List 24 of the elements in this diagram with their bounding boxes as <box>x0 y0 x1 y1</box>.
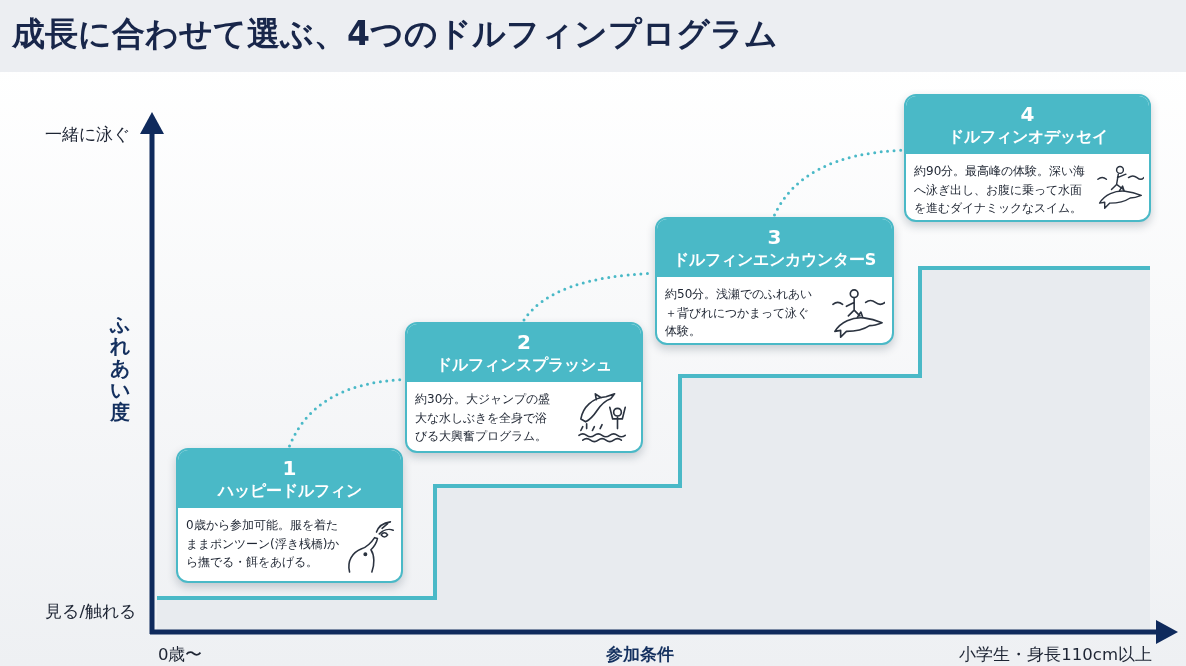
program-card <box>176 448 403 583</box>
dotted-connector <box>773 148 904 217</box>
program-card <box>904 94 1151 222</box>
program-name: ハッピードルフィン <box>217 480 362 501</box>
step-number: 3 <box>767 226 782 249</box>
program-name: ドルフィンオデッセイ <box>947 126 1108 147</box>
program-card <box>655 217 894 345</box>
step-number: 2 <box>517 331 531 354</box>
axis-label: 見る/触れる <box>44 602 136 622</box>
program-description: 約50分。浅瀬でのふれあい＋背びれにつかまって泳ぐ体験。 <box>665 286 814 340</box>
program-description: 約90分。最高峰の体験。深い海へ泳ぎ出し、お腹に乗って水面を進むダイナミックなスイム。 <box>914 163 1087 217</box>
axis-label: 一緒に泳ぐ <box>44 125 130 145</box>
step-number: 4 <box>1020 103 1035 126</box>
axis-title: 参加条件 <box>605 645 675 665</box>
diagram-title: 成長に合わせて選ぶ、4つのドルフィンプログラム <box>12 13 778 55</box>
program-name: ドルフィンスプラッシュ <box>436 354 612 375</box>
step-number: 1 <box>282 457 297 480</box>
program-name: ドルフィンエンカウンターS <box>672 249 877 270</box>
axis-label: 小学生・身長110cm以上 <box>958 645 1152 665</box>
program-description: 約30分。大ジャンプの盛大な水しぶきを全身で浴びる大興奮プログラム。 <box>415 391 552 445</box>
axis-title: ふれあい度 <box>110 313 130 423</box>
program-card <box>405 322 643 453</box>
axis-label: 0歳〜 <box>158 645 204 665</box>
program-description: 0歳から参加可能。服を着たままポンツーン(浮き桟橋)から撫でる・餌をあげる。 <box>186 517 341 571</box>
